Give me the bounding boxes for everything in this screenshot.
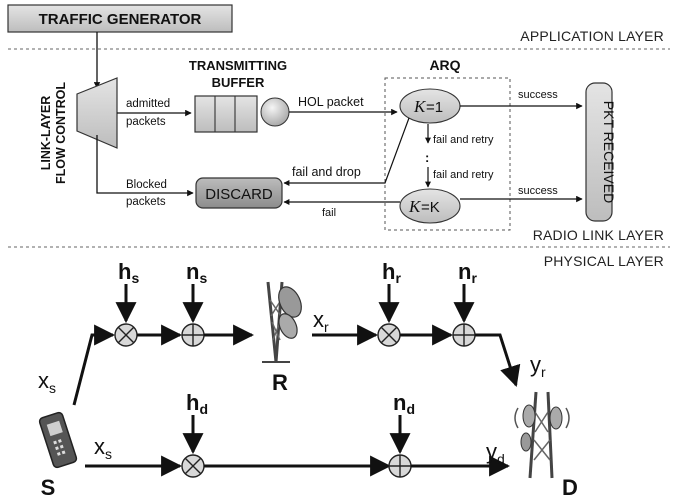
fail-and-drop-label: fail and drop (292, 165, 361, 179)
nd-label: nd (393, 390, 415, 417)
fail-and-retry-label-2: fail and retry (433, 169, 494, 181)
attempt-k-node (399, 188, 461, 224)
arq-label: ARQ (429, 57, 460, 73)
arq-box (384, 77, 511, 231)
fail-and-retry-label-1: fail and retry (433, 134, 494, 146)
discard-box (195, 177, 283, 209)
svg-text:LINK-LAYER: LINK-LAYER (39, 96, 53, 171)
admitted-label-line1: admitted (126, 98, 170, 110)
xs-bottom-label: xs (94, 434, 112, 462)
fail-label: fail (322, 207, 336, 219)
relay-antenna-icon (262, 281, 302, 363)
adder-nd (388, 454, 412, 478)
yr-label: yr (530, 352, 546, 380)
traffic-generator-label: TRAFFIC GENERATOR (39, 11, 202, 28)
adder-nr (452, 323, 476, 347)
transmitting-buffer (194, 95, 258, 133)
packet-received-box (585, 82, 613, 222)
blocked-packets-arrow (96, 135, 194, 197)
attempt-1-label: =1 (426, 99, 443, 116)
hol-packet-circle (260, 97, 290, 127)
radio-link-layer-label: RADIO LINK LAYER (533, 227, 664, 243)
ellipsis: : (425, 150, 429, 165)
source-label: S (41, 475, 56, 499)
yd-label: yd (486, 439, 505, 467)
packet-received-label: PKT RECEIVED (601, 101, 617, 203)
hd-label: hd (186, 390, 208, 417)
flow-control-label: LINK-LAYER FLOW CONTROL (39, 82, 68, 184)
nr-to-destination-link (475, 333, 521, 388)
hs-label: hs (118, 259, 139, 286)
multiplier-hr (377, 323, 401, 347)
success-label-bottom: success (518, 185, 558, 197)
destination-label: D (562, 475, 578, 499)
application-layer-label: APPLICATION LAYER (520, 28, 664, 44)
svg-text:FLOW CONTROL: FLOW CONTROL (54, 82, 68, 184)
attempt-1-k-symbol: K (413, 97, 427, 116)
buffer-label-line2: BUFFER (212, 75, 265, 90)
blocked-label-line1: Blocked (126, 179, 167, 191)
buffer-label-line1: TRANSMITTING (189, 58, 287, 73)
hr-label: hr (382, 259, 401, 286)
attempt-k-k-symbol: K (408, 197, 422, 216)
hol-packet-label: HOL packet (298, 95, 364, 109)
xr-label: xr (313, 307, 329, 335)
adder-ns (181, 323, 205, 347)
attempt-k-label: =K (421, 199, 440, 216)
multiplier-hd (181, 454, 205, 478)
source-phone-icon (38, 411, 78, 469)
fail-and-drop-arrow (283, 117, 410, 186)
flow-control-funnel (76, 77, 118, 149)
success-label-top: success (518, 89, 558, 101)
nr-label: nr (458, 259, 477, 286)
multiplier-hs (114, 323, 138, 347)
traffic-generator-box (7, 4, 233, 33)
relay-label: R (272, 370, 288, 395)
admitted-label-line2: packets (126, 116, 166, 128)
xs-top-label: xs (38, 368, 56, 396)
blocked-label-line2: packets (126, 196, 166, 208)
ns-label: ns (186, 259, 207, 286)
destination-antenna-icon (514, 391, 570, 479)
source-to-relay-link (72, 324, 116, 406)
discard-label: DISCARD (205, 186, 273, 203)
physical-layer-label: PHYSICAL LAYER (544, 253, 664, 269)
